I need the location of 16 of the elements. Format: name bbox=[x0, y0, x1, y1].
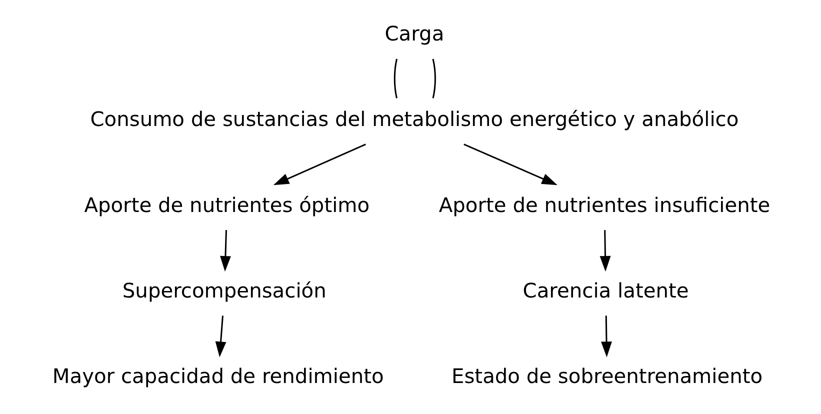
node-text: Supercompensación bbox=[122, 278, 326, 302]
arrow bbox=[463, 144, 557, 186]
arrow bbox=[214, 316, 226, 358]
connector bbox=[393, 58, 398, 98]
node-text: Estado de sobreentrenamiento bbox=[450, 364, 762, 388]
node-text: Aporte de nutrientes insuficiente bbox=[438, 192, 770, 217]
node-text: Mayor capacidad de rendimiento bbox=[52, 364, 384, 388]
node-text: Consumo de sustancias del metabolismo energético y anabólico bbox=[90, 107, 738, 132]
connector bbox=[432, 58, 436, 98]
arrow bbox=[600, 316, 612, 358]
arrow bbox=[220, 230, 230, 272]
arrow bbox=[599, 230, 610, 272]
node-text: Carencia latente bbox=[522, 278, 688, 302]
arrow bbox=[272, 144, 366, 186]
node-text: Carga bbox=[384, 22, 444, 46]
node-text: Aporte de nutrientes óptimo bbox=[84, 192, 370, 217]
